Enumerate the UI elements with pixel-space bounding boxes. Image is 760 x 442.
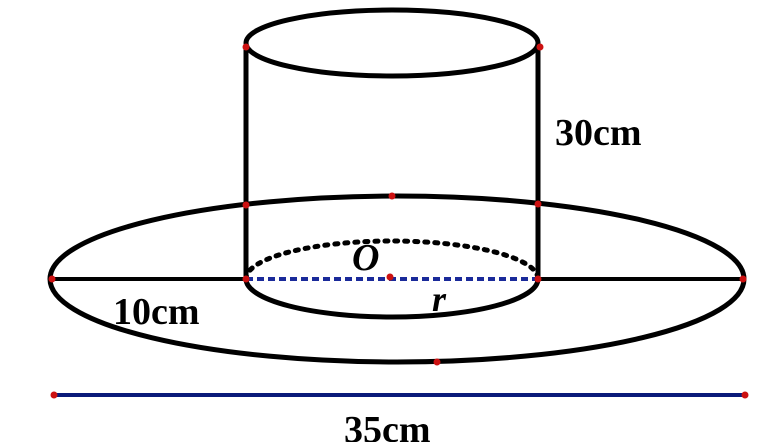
radius-label: r (432, 279, 447, 319)
point-measure-left (50, 391, 58, 399)
point-brim-right (739, 275, 747, 283)
point-top-right (536, 43, 544, 51)
point-brim-left (48, 275, 56, 283)
point-cyl-base-left (242, 275, 250, 283)
point-brim-back (388, 192, 396, 200)
point-top-left (242, 43, 250, 51)
cylinder-top-ellipse (243, 7, 541, 79)
brim-width-label: 10cm (113, 291, 200, 333)
point-cyl-left-brim (242, 201, 250, 209)
cylinder-base-hidden-arc (243, 238, 541, 282)
cylinder-base-front-arc (243, 278, 541, 320)
point-brim-front (433, 358, 441, 366)
height-label: 30cm (555, 112, 642, 154)
point-measure-right (741, 391, 749, 399)
point-center-o (386, 273, 394, 281)
total-width-label: 35cm (344, 409, 431, 442)
point-cyl-base-right (534, 275, 542, 283)
center-label: O (352, 237, 379, 279)
point-cyl-right-brim (534, 200, 542, 208)
